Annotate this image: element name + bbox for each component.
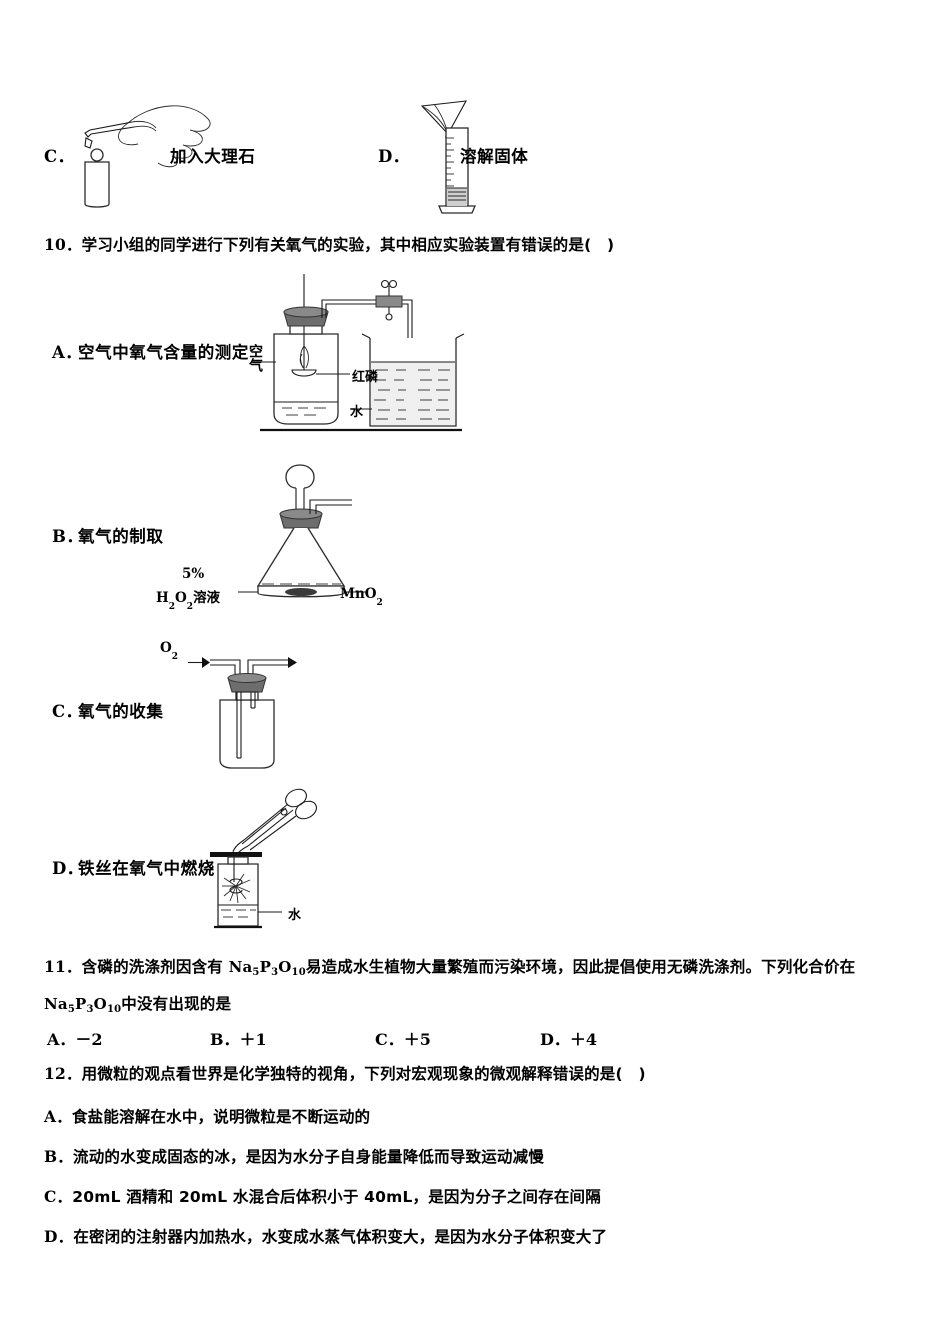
q11-option-d-value: ＋4 bbox=[569, 1030, 598, 1049]
top-option-d-caption: 溶解固体 bbox=[460, 147, 529, 166]
top-option-c-letter: C． bbox=[44, 147, 75, 166]
q12-option-b-letter: B． bbox=[44, 1147, 74, 1166]
q10-option-b-letter: B． bbox=[52, 527, 84, 546]
gas-washing-bottle-collection-figure bbox=[188, 648, 326, 773]
q11-option-b[interactable]: B．＋1 bbox=[210, 1026, 267, 1050]
q10-option-a-label: 空气中氧气含量的测定 bbox=[78, 343, 249, 362]
question-11-number: 11． bbox=[44, 957, 82, 976]
q12-option-a-text: 食盐能溶解在水中，说明微粒是不断运动的 bbox=[71, 1108, 371, 1126]
air-oxygen-content-apparatus-figure bbox=[246, 274, 466, 439]
question-12-stem: 12．用微粒的观点看世界是化学独特的视角，下列对宏观现象的微观解释错误的是( ) bbox=[44, 1062, 646, 1084]
formula-na5p3o10-first: Na5P3O10 bbox=[228, 958, 306, 978]
label-h2o2-concentration: 5% bbox=[182, 566, 205, 582]
question-10-text: 学习小组的同学进行下列有关氧气的实验，其中相应实验装置有错误的是( ) bbox=[81, 236, 615, 254]
label-air: 空气 bbox=[247, 344, 263, 372]
q12-option-a[interactable]: A．食盐能溶解在水中，说明微粒是不断运动的 bbox=[44, 1105, 370, 1127]
q12-option-d-text: 在密闭的注射器内加热水，水变成水蒸气体积变大，是因为水分子体积变大了 bbox=[73, 1228, 608, 1246]
q11-option-d-letter: D． bbox=[540, 1030, 570, 1049]
label-water-a: 水 bbox=[350, 405, 364, 420]
q12-option-d[interactable]: D．在密闭的注射器内加热水，水变成水蒸气体积变大，是因为水分子体积变大了 bbox=[44, 1225, 607, 1247]
label-mno2-catalyst: MnO2 bbox=[340, 586, 383, 608]
question-10-stem: 10．学习小组的同学进行下列有关氧气的实验，其中相应实验装置有错误的是( ) bbox=[44, 233, 614, 255]
q10-option-c-letter: C． bbox=[52, 702, 83, 721]
top-option-d-letter: D． bbox=[378, 147, 410, 166]
q11-option-c-value: ＋5 bbox=[403, 1030, 431, 1049]
test-tube-with-tweezers-hand-figure bbox=[72, 92, 242, 208]
q11-option-b-value: ＋1 bbox=[239, 1030, 267, 1049]
label-oxygen-gas: O2 bbox=[160, 640, 179, 662]
q10-option-d-letter: D． bbox=[52, 859, 84, 878]
q11-option-a[interactable]: A．－2 bbox=[47, 1026, 103, 1050]
question-12-number: 12． bbox=[44, 1064, 82, 1083]
question-11-stem-line2: Na5P3O10中没有出现的是 bbox=[44, 992, 232, 1015]
q12-option-d-letter: D． bbox=[44, 1227, 74, 1246]
question-11-text-part1: 含磷的洗涤剂因含有 bbox=[81, 958, 229, 976]
question-12-text: 用微粒的观点看世界是化学独特的视角，下列对宏观现象的微观解释错误的是( ) bbox=[81, 1065, 646, 1083]
question-10-number: 10． bbox=[44, 235, 82, 254]
question-11-stem-line1: 11．含磷的洗涤剂因含有 Na5P3O10易造成水生植物大量繁殖而污染环境，因此… bbox=[44, 955, 856, 978]
q12-option-b[interactable]: B．流动的水变成固态的冰，是因为水分子自身能量降低而导致运动减慢 bbox=[44, 1145, 544, 1167]
q11-option-c-letter: C． bbox=[375, 1030, 404, 1049]
q11-option-a-value: －2 bbox=[75, 1030, 103, 1049]
question-11-text-part3: 中没有出现的是 bbox=[121, 995, 232, 1013]
label-red-phosphorus: 红磷 bbox=[352, 370, 379, 385]
label-water-d: 水 bbox=[288, 908, 302, 923]
q12-option-a-letter: A． bbox=[44, 1107, 72, 1126]
q12-option-b-text: 流动的水变成固态的冰，是因为水分子自身能量降低而导致运动减慢 bbox=[73, 1148, 545, 1166]
q11-option-a-letter: A． bbox=[47, 1030, 76, 1049]
q10-option-a-letter: A． bbox=[52, 343, 83, 362]
q10-option-b-label: 氧气的制取 bbox=[78, 527, 164, 546]
label-h2o2-solution: H2O2溶液 bbox=[156, 590, 221, 612]
top-option-c-caption: 加入大理石 bbox=[170, 147, 256, 166]
question-11-text-part2: 易造成水生植物大量繁殖而污染环境，因此提倡使用无磷洗涤剂。下列化合价在 bbox=[305, 958, 856, 976]
q11-option-d[interactable]: D．＋4 bbox=[540, 1026, 597, 1050]
q11-option-c[interactable]: C．＋5 bbox=[375, 1026, 431, 1050]
q10-option-d-label: 铁丝在氧气中燃烧 bbox=[78, 859, 215, 878]
oxygen-generation-flask-figure bbox=[238, 462, 390, 610]
formula-na5p3o10-second: Na5P3O10 bbox=[44, 995, 122, 1015]
graduated-cylinder-with-funnel-figure bbox=[412, 92, 522, 217]
q12-option-c-text: 20mL 酒精和 20mL 水混合后体积小于 40mL，是因为分子之间存在间隔 bbox=[72, 1188, 601, 1206]
q10-option-c-label: 氧气的收集 bbox=[78, 702, 164, 721]
q12-option-c-letter: C． bbox=[44, 1187, 73, 1206]
iron-wire-burning-in-oxygen-figure bbox=[200, 786, 330, 936]
q11-option-b-letter: B． bbox=[210, 1030, 240, 1049]
q12-option-c[interactable]: C．20mL 酒精和 20mL 水混合后体积小于 40mL，是因为分子之间存在间… bbox=[44, 1185, 601, 1207]
